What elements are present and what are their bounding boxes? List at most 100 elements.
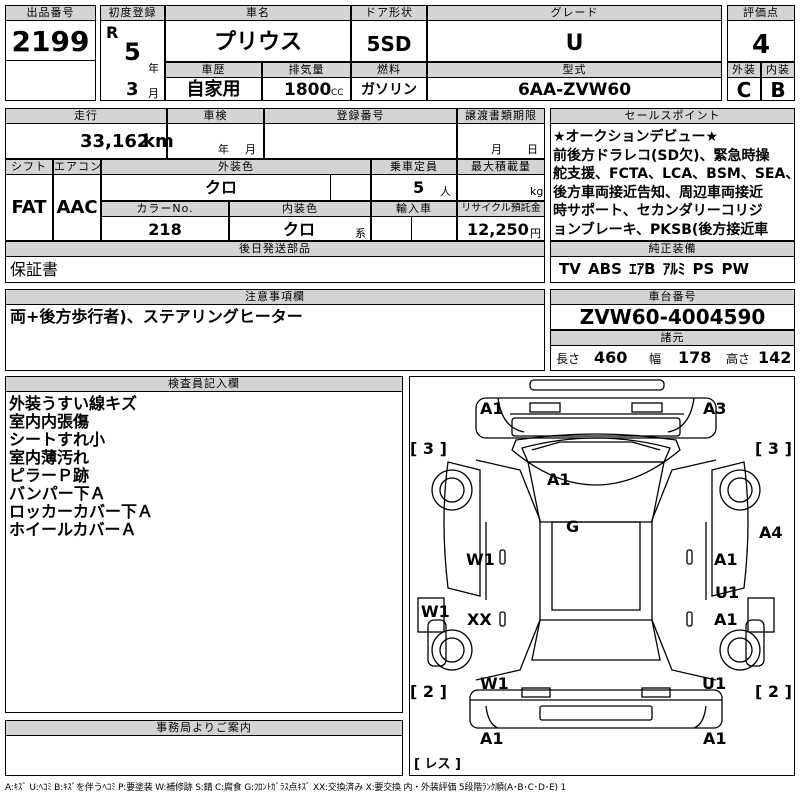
- mark-right-rear: U1: [702, 674, 727, 693]
- fuel-value: ガソリン: [361, 82, 417, 98]
- mileage-unit: km: [143, 131, 174, 152]
- year-unit: 年: [148, 62, 159, 75]
- fuel-cell: [351, 77, 427, 101]
- office-cell: [5, 735, 403, 776]
- inspector-line: 室内内張傷: [9, 412, 90, 431]
- mark-tire-rl: [ 2 ]: [410, 682, 447, 701]
- sales-point-line: ョンブレーキ、PKSB(後方接近車: [553, 221, 769, 238]
- displacement-value: 1800: [284, 80, 332, 100]
- chassis-value: ZVW60-4004590: [579, 305, 766, 329]
- displacement-label: 排気量: [262, 62, 351, 78]
- type-label: 型式: [427, 62, 722, 78]
- inspection-label: 車検: [167, 108, 264, 124]
- mileage-cell: [5, 123, 167, 159]
- later-parts-value: 保証書: [10, 260, 59, 279]
- ac-value: AAC: [56, 197, 98, 218]
- ac-label: エアコン: [53, 159, 101, 175]
- color-no-cell: [101, 216, 229, 241]
- inspector-line: ホイールカバーＡ: [9, 520, 137, 539]
- history-value: 自家用: [186, 79, 241, 100]
- capacity-cell: [371, 174, 457, 201]
- mark-left-rear-door: XX: [467, 610, 492, 629]
- mileage-value: 33,162: [80, 131, 150, 152]
- width-value: 178: [678, 348, 712, 367]
- displacement-unit: CC: [331, 88, 344, 98]
- equipment-cell: [550, 256, 795, 283]
- shift-value: FAT: [11, 197, 47, 218]
- history-label: 車歴: [165, 62, 262, 78]
- sales-point-line: 時サポート、セカンダリーコリジ: [553, 203, 763, 219]
- legend: A:ｷｽﾞ U:ﾍｺﾐ B:ｷｽﾞを伴うﾍｺﾐ P:要塗装 W:補修跡 S:錆 …: [5, 783, 566, 793]
- interior-color-label: 内装色: [229, 201, 371, 217]
- mark-right-front-door: A1: [714, 550, 738, 569]
- width-label: 幅: [649, 352, 662, 366]
- lot-blank-cell: [5, 60, 96, 101]
- inspector-line: 室内薄汚れ: [9, 448, 90, 467]
- sales-point-line: 舵支援、FCTA、LCA、BSM、SEA、: [553, 166, 800, 182]
- door-label: ドア形状: [351, 5, 427, 21]
- mark-rear-right: A1: [703, 729, 727, 748]
- exterior-grade: C: [736, 78, 752, 102]
- type-cell: [427, 77, 722, 101]
- transfer-label: 譲渡書類期限: [457, 108, 545, 124]
- score-label: 評価点: [727, 5, 795, 21]
- recycle-value: 12,250: [467, 220, 529, 239]
- chassis-cell: [550, 304, 795, 330]
- interior-color-unit: 系: [355, 227, 366, 240]
- mileage-label: 走行: [5, 108, 167, 124]
- color-label: 外装色: [101, 159, 371, 175]
- model-label: 車名: [165, 5, 351, 21]
- max-load-unit: kg: [530, 185, 544, 198]
- recycle-unit: 円: [530, 227, 541, 240]
- mark-front-right: A3: [703, 399, 727, 418]
- color-no-value: 218: [148, 220, 182, 239]
- mark-left-rocker: W1: [421, 602, 450, 621]
- mark-right-rear-door-u: U1: [715, 583, 740, 602]
- sales-points-cell: [550, 123, 795, 241]
- max-load-cell: [457, 174, 545, 201]
- capacity-value: 5: [413, 178, 425, 197]
- inspector-box: [5, 376, 403, 713]
- first-reg-label: 初度登録: [100, 5, 165, 21]
- inspector-line: バンパー下Ａ: [9, 484, 106, 503]
- mark-spare-tire: [ レス ]: [414, 757, 461, 772]
- month-unit: 月: [148, 87, 159, 100]
- inspector-label: 検査員記入欄: [5, 376, 403, 392]
- color-value: クロ: [205, 178, 238, 197]
- sales-points-text: ★オークションデビュー★前後方ドラレコ(SD欠)、緊急時操舵支援、FCTA、LC…: [553, 128, 800, 239]
- equipment-label: 純正装備: [550, 241, 795, 257]
- type-value: 6AA-ZVW60: [517, 80, 632, 100]
- interior-grade: B: [770, 78, 786, 102]
- plate-cell: [264, 123, 457, 159]
- inspection-cell: [167, 123, 264, 159]
- inspector-line: 外装うすい線キズ: [9, 394, 138, 413]
- inspector-line: ロッカーカバー下Ａ: [9, 502, 154, 521]
- later-parts-cell: [5, 256, 545, 283]
- inspection-year-unit: 年: [218, 143, 229, 156]
- length-label: 長さ: [556, 352, 581, 366]
- sales-point-line: 前後方ドラレコ(SD欠)、緊急時操: [553, 147, 770, 164]
- grade-label: グレード: [427, 5, 722, 21]
- mark-tire-fl: [ 3 ]: [410, 439, 447, 458]
- interior-label: 内装: [761, 62, 795, 78]
- first-reg-year: 5: [124, 38, 141, 66]
- chassis-label: 車台番号: [550, 289, 795, 305]
- color-cell: [101, 174, 331, 201]
- mark-tire-fr: [ 3 ]: [755, 439, 792, 458]
- recycle-label: リサイクル預託金: [457, 201, 545, 217]
- exterior-label: 外装: [727, 62, 761, 78]
- model-name: プリウス: [213, 30, 302, 55]
- capacity-unit: 人: [440, 185, 451, 198]
- mark-right-fender: A4: [759, 523, 783, 542]
- grade-value: U: [565, 31, 584, 56]
- inspection-month-unit: 月: [245, 143, 256, 156]
- height-label: 高さ: [726, 352, 751, 366]
- inspector-line: ピラーＰ跡: [9, 466, 90, 485]
- color-cell-2: [330, 174, 371, 201]
- shift-label: シフト: [5, 159, 53, 175]
- first-reg-box: [100, 5, 165, 101]
- mark-hood: A1: [547, 470, 571, 489]
- color-no-label: カラーNo.: [101, 201, 229, 217]
- lot-label: 出品番号: [5, 5, 96, 21]
